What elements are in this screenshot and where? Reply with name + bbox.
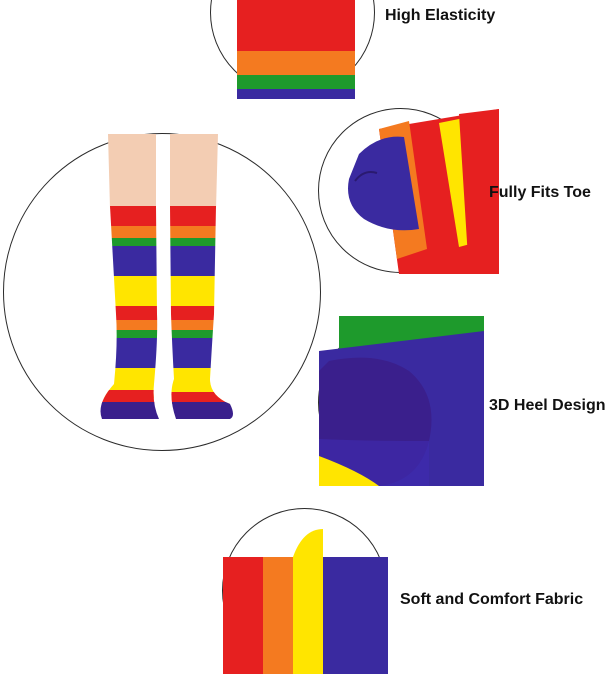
main-product-circle <box>3 133 321 451</box>
legs-rainbow-socks-illustration <box>100 134 233 419</box>
fully-fits-toe-circle <box>318 108 499 274</box>
feature-label-high-elasticity: High Elasticity <box>385 7 496 24</box>
feature-label-3d-heel-design: 3D Heel Design <box>489 397 605 414</box>
sock-toe-illustration <box>348 109 499 274</box>
heel-design-circle <box>318 316 484 486</box>
soft-fabric-circle <box>222 508 388 674</box>
feature-label-soft-fabric: Soft and Comfort Fabric <box>400 591 584 608</box>
sock-heel-illustration <box>319 316 484 486</box>
sock-cuff-illustration <box>237 0 355 99</box>
sock-fabric-illustration <box>223 529 388 674</box>
high-elasticity-circle <box>210 0 375 99</box>
feature-label-fully-fits-toe: Fully Fits Toe <box>489 184 591 201</box>
